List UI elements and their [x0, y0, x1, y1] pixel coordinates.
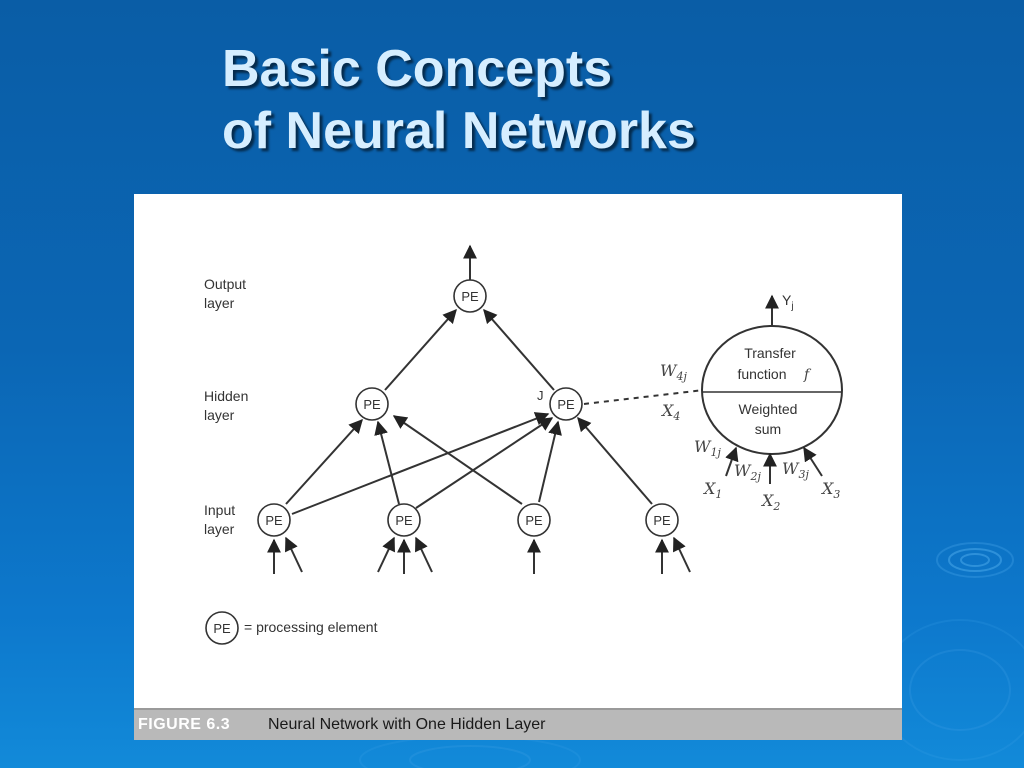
output-layer-label-2: layer	[204, 295, 235, 311]
title-line-1: Basic Concepts	[222, 40, 613, 98]
connections	[267, 244, 705, 574]
input-arrow	[673, 536, 691, 573]
input-x1: X1	[702, 479, 722, 501]
node-label: PE	[461, 289, 479, 304]
edge-i4-h2	[577, 416, 653, 505]
legend-node	[205, 611, 239, 645]
input-node-1	[257, 503, 291, 537]
edge-i1-h1	[285, 418, 363, 505]
hidden-node-1	[355, 387, 389, 421]
input-x4: X4	[660, 401, 680, 423]
node-label: PE	[525, 513, 543, 528]
transfer-label-1: Transfer	[744, 345, 796, 361]
node-label: PE	[653, 513, 671, 528]
input-arrow	[377, 536, 395, 573]
transfer-label-2: function	[737, 366, 786, 382]
input-node-3	[517, 503, 551, 537]
input-arrow	[415, 536, 433, 573]
weight-w1j: W1j	[694, 437, 721, 459]
input-x3: X3	[820, 479, 840, 501]
nodes	[257, 279, 679, 537]
weight-w3j: W3j	[782, 459, 809, 481]
legend: PE = processing element	[205, 611, 378, 645]
legend-text: = processing element	[244, 619, 378, 635]
edge-i2-h1	[374, 420, 400, 505]
output-layer-label-1: Output	[204, 276, 246, 292]
input-node-2	[387, 503, 421, 537]
weighted-label-2: sum	[755, 421, 781, 437]
edge-i1-h2	[291, 412, 550, 515]
weighted-label-1: Weighted	[739, 401, 798, 417]
caption-bar: FIGURE 6.3 Neural Network with One Hidde…	[134, 708, 902, 740]
hidden-node-j	[549, 387, 583, 421]
hidden-layer-label-1: Hidden	[204, 388, 248, 404]
hidden-layer-label-2: layer	[204, 407, 235, 423]
detail-dashed-link	[583, 389, 705, 405]
figure-caption: Neural Network with One Hidden Layer	[268, 716, 546, 733]
edge-h2-out	[483, 308, 555, 391]
node-label: PE	[395, 513, 413, 528]
function-symbol: f	[803, 367, 812, 383]
node-label: PE	[557, 397, 575, 412]
legend-symbol: PE	[213, 621, 231, 636]
slide-title: Basic Concepts of Neural Networks	[222, 38, 696, 162]
input-node-4	[645, 503, 679, 537]
neural-network-diagram: Output layer Hidden layer Input layer	[204, 244, 843, 645]
figure-panel: Output layer Hidden layer Input layer	[134, 194, 902, 740]
input-x2: X2	[760, 491, 780, 513]
detail-input-arrow	[803, 446, 823, 477]
output-node	[453, 279, 487, 313]
title-line-2: of Neural Networks	[222, 102, 696, 160]
edge-i3-h1	[392, 415, 523, 505]
hidden-node-j-label: J	[537, 388, 544, 403]
edge-i3-h2	[538, 420, 562, 503]
node-label: PE	[363, 397, 381, 412]
detail-input-arrow	[725, 446, 739, 477]
node-label: PE	[265, 513, 283, 528]
weight-w4j: W4j	[660, 361, 687, 383]
output-y-label: Yj	[782, 292, 794, 312]
figure-number: FIGURE 6.3	[138, 716, 231, 733]
input-layer-label-1: Input	[204, 502, 235, 518]
edge-h1-out	[384, 308, 457, 391]
input-arrow	[285, 536, 303, 573]
weight-w2j: W2j	[734, 461, 761, 483]
input-layer-label-2: layer	[204, 521, 235, 537]
detail-node: Yj Transfer function f Weighted sum W4j …	[660, 292, 843, 513]
edge-i2-h2	[415, 417, 554, 509]
